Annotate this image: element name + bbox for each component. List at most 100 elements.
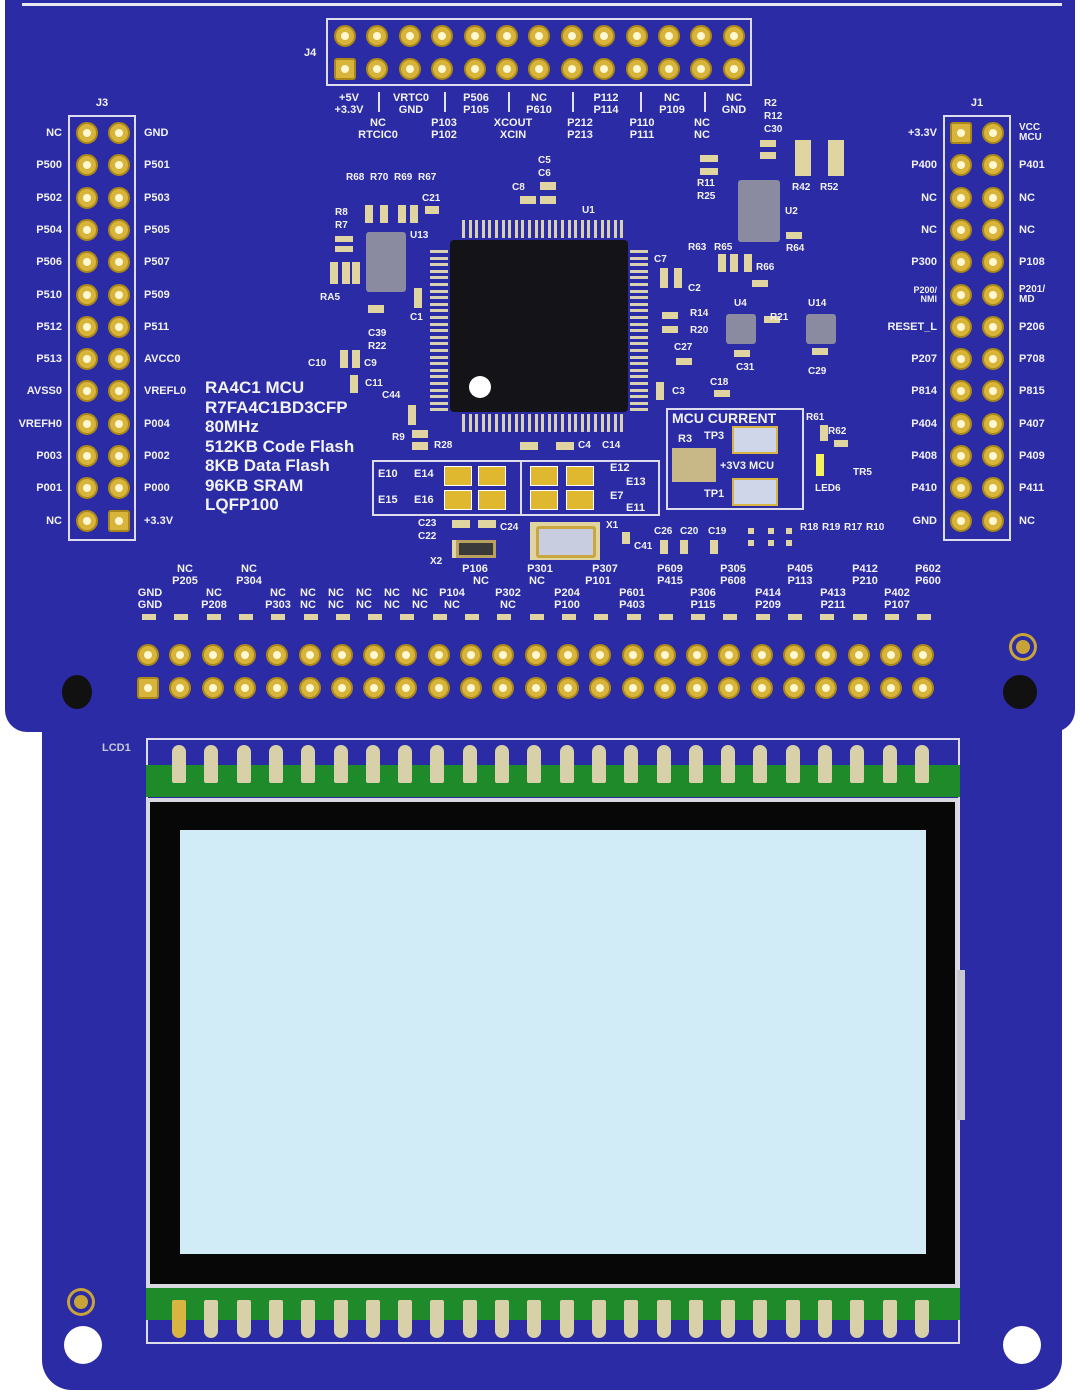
lcd-pin — [624, 745, 639, 783]
chip-pin — [541, 414, 545, 432]
header-pin — [233, 677, 256, 699]
solder-jumper — [530, 490, 558, 510]
j4-pin-label: NC RTCIC0 — [358, 117, 398, 141]
j3-pin-label: P001 — [36, 482, 62, 495]
j1-pin-label: P409 — [1019, 450, 1045, 462]
bottom-pin-label: NC NC — [300, 587, 316, 611]
j1-pin-label: NC — [1019, 514, 1035, 527]
smd-component — [452, 520, 470, 528]
bottom-pin-label: P414 P209 — [755, 587, 781, 611]
smd-component — [380, 205, 388, 223]
component-ref-label: LED6 — [815, 483, 841, 494]
lcd-pin — [753, 1300, 768, 1338]
jumper-divider — [520, 460, 522, 516]
component-ref-label: C39 — [368, 328, 387, 339]
j4-pin-label: P212 P213 — [567, 117, 593, 141]
smd-component — [700, 168, 718, 175]
lcd-pin — [882, 1300, 897, 1338]
header-pin — [950, 283, 972, 306]
header-pad-mark — [884, 614, 899, 620]
j1-pin-label: GND — [912, 514, 937, 527]
smd-component — [414, 288, 422, 308]
header-pin — [982, 122, 1004, 144]
header-pin — [528, 25, 551, 47]
header-pin — [108, 154, 130, 177]
divider — [444, 92, 446, 112]
j3-pin-label: +3.3V — [144, 514, 174, 527]
component-ref-label: C9 — [364, 358, 377, 369]
j1-pin-label: RESET_L — [887, 320, 937, 333]
header-pin — [496, 25, 518, 47]
header-pin — [783, 677, 805, 699]
smd-component — [786, 528, 792, 534]
lcd-pin — [914, 745, 929, 783]
mcu-info-text: 80MHz — [205, 417, 259, 436]
lcd-pin — [495, 1300, 509, 1338]
bottom-pin-label: GND GND — [137, 587, 163, 611]
smd-component — [660, 540, 668, 554]
j3-pin-label: P003 — [36, 450, 62, 462]
j4-header-outline — [326, 18, 752, 86]
mounting-hole — [64, 1326, 102, 1364]
component-ref-label: C23 — [418, 518, 437, 529]
header-pin — [589, 677, 612, 699]
header-pad-mark — [206, 614, 221, 620]
j4-pin-label: P112 P114 — [593, 92, 619, 116]
chip-pin — [430, 256, 448, 260]
j1-pin-label: P200/ NMI — [913, 284, 937, 304]
component-ref-label: C22 — [418, 531, 437, 542]
component-ref-label: X2 — [430, 556, 443, 567]
header-pin — [366, 25, 389, 47]
chip-pin — [514, 220, 518, 238]
mcu-info-text: 8KB Data Flash — [205, 456, 330, 475]
header-pin — [108, 509, 130, 532]
j3-pin-label: AVCC0 — [144, 353, 181, 366]
header-pad-mark — [303, 614, 318, 620]
header-pin — [982, 315, 1004, 338]
lcd-pin — [656, 1300, 671, 1338]
header-pin — [76, 509, 98, 532]
lcd-pin — [721, 745, 736, 783]
j1-pin-label: P815 — [1019, 385, 1045, 398]
chip-pin — [600, 220, 604, 238]
j1-pin-label: P300 — [911, 256, 937, 269]
j4-pin-label: NC GND — [721, 92, 747, 116]
header-pin — [76, 412, 98, 435]
smd-component — [412, 442, 428, 450]
chip-pin — [430, 408, 448, 412]
jumper-label: E11 — [626, 502, 645, 514]
chip-pin — [630, 388, 648, 392]
ic-package — [806, 314, 836, 344]
chip-pin — [430, 329, 448, 333]
component-ref-label: C30 — [764, 124, 783, 135]
chip-pin — [514, 414, 518, 432]
solder-jumper — [566, 466, 594, 486]
header-pad-mark — [755, 614, 770, 620]
chip-pin — [481, 414, 485, 432]
j4-ref-label: J4 — [304, 47, 317, 59]
lcd-pin — [624, 1300, 639, 1338]
divider — [640, 92, 642, 112]
smd-component — [760, 152, 776, 159]
header-pin — [982, 154, 1004, 177]
test-point-tp3 — [732, 426, 778, 454]
bottom-pin-label: P104 NC — [439, 587, 465, 611]
header-pin — [750, 677, 773, 699]
j4-pin-label: P110 P111 — [629, 117, 655, 141]
component-ref-label: R66 — [756, 262, 775, 273]
lcd-pin — [850, 745, 865, 783]
chip-pin — [508, 414, 512, 432]
header-pin — [625, 25, 648, 47]
smd-component — [768, 528, 774, 534]
header-pin — [137, 677, 159, 699]
component-ref-label: R42 — [792, 182, 811, 193]
smd-component — [786, 232, 802, 239]
jumper-label: E10 — [378, 468, 398, 480]
header-pin — [593, 25, 616, 47]
bottom-pin-label: P609 P415 — [657, 563, 683, 587]
lcd-pin — [785, 745, 800, 783]
header-pin — [556, 677, 579, 699]
j1-outline — [943, 115, 1011, 541]
header-pin — [982, 186, 1004, 209]
component-ref-label: R28 — [434, 440, 453, 451]
